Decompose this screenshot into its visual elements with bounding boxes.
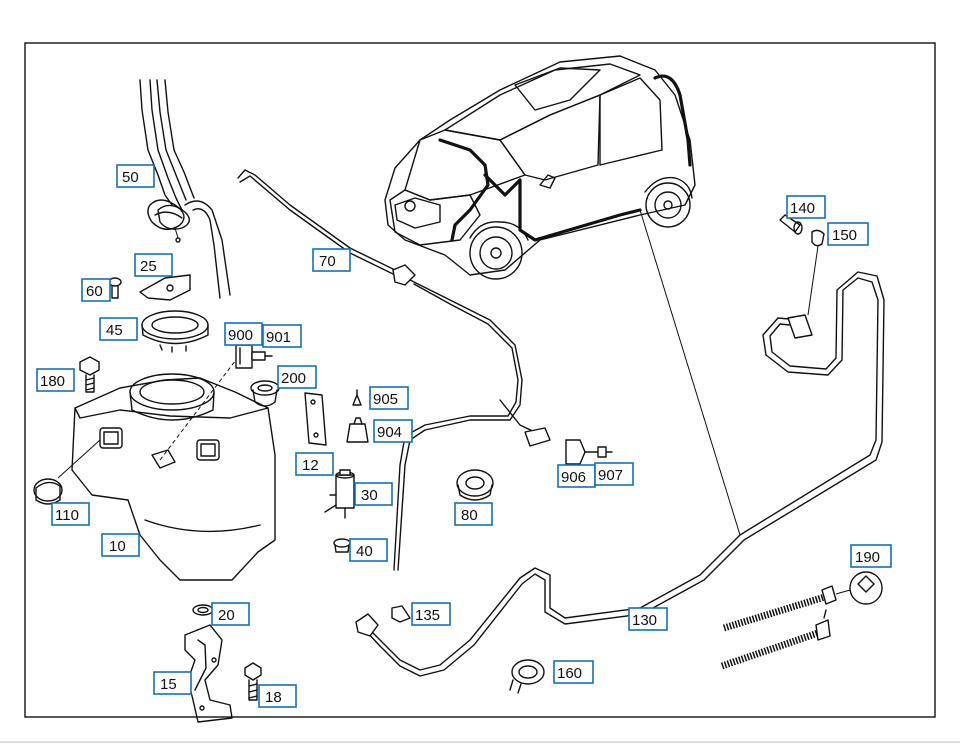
callout-25: 25 bbox=[134, 253, 173, 277]
callout-45-label: 45 bbox=[106, 322, 123, 339]
callout-12: 12 bbox=[295, 452, 334, 476]
callout-150: 150 bbox=[827, 222, 869, 246]
callout-901-label: 901 bbox=[266, 329, 291, 346]
callout-160: 160 bbox=[553, 660, 594, 684]
nozzle-905-904-part bbox=[346, 389, 369, 443]
sealing-ring-part bbox=[141, 310, 209, 353]
callout-30: 30 bbox=[354, 482, 393, 506]
callout-50-label: 50 bbox=[122, 169, 139, 186]
mounting-bracket-part bbox=[184, 624, 233, 723]
valve-140-part bbox=[779, 214, 825, 316]
callout-135-label: 135 bbox=[415, 607, 440, 624]
callout-130-label: 130 bbox=[632, 612, 657, 629]
callout-160-label: 160 bbox=[557, 665, 582, 682]
callout-110-label: 110 bbox=[55, 507, 79, 524]
callout-907-label: 907 bbox=[598, 467, 623, 484]
bolt-180-part bbox=[79, 356, 100, 393]
callout-110: 110 bbox=[51, 502, 90, 526]
callout-906-label: 906 bbox=[561, 469, 586, 486]
callout-905-label: 905 bbox=[373, 391, 398, 408]
callout-904: 904 bbox=[373, 419, 413, 443]
callout-70: 70 bbox=[312, 248, 351, 272]
callout-40-label: 40 bbox=[356, 543, 373, 560]
callout-15: 15 bbox=[153, 671, 192, 695]
gasket-plate-part bbox=[139, 274, 191, 301]
callout-18: 18 bbox=[258, 684, 297, 708]
callout-906: 906 bbox=[557, 464, 596, 488]
callout-904-label: 904 bbox=[377, 424, 402, 441]
callout-901: 901 bbox=[262, 324, 302, 348]
car-illustration bbox=[384, 55, 741, 536]
callout-200: 200 bbox=[277, 365, 317, 389]
callout-80: 80 bbox=[454, 502, 493, 526]
callout-905: 905 bbox=[369, 386, 409, 410]
callout-30-label: 30 bbox=[361, 487, 378, 504]
callout-135: 135 bbox=[411, 602, 451, 626]
callout-900-label: 900 bbox=[228, 327, 253, 344]
callout-150-label: 150 bbox=[832, 227, 857, 244]
callout-190-label: 190 bbox=[855, 549, 880, 566]
callout-45: 45 bbox=[99, 317, 138, 341]
callout-180-label: 180 bbox=[40, 373, 65, 390]
callout-60: 60 bbox=[81, 278, 111, 302]
callout-20: 20 bbox=[211, 602, 250, 626]
filler-cap-part bbox=[33, 478, 63, 505]
callout-15-label: 15 bbox=[160, 676, 177, 693]
callout-40: 40 bbox=[349, 538, 388, 562]
bracket-plate-12-part bbox=[304, 392, 327, 446]
connector-900-part bbox=[235, 344, 273, 369]
callout-20-label: 20 bbox=[218, 607, 235, 624]
diagram-frame bbox=[24, 42, 936, 718]
callout-10-label: 10 bbox=[109, 538, 126, 555]
screw-60-part bbox=[108, 277, 122, 299]
callout-190: 190 bbox=[850, 544, 892, 568]
callout-25-label: 25 bbox=[140, 258, 157, 275]
callout-907: 907 bbox=[594, 462, 634, 486]
bolt-18-part bbox=[244, 662, 262, 701]
grommet-80-part bbox=[456, 469, 494, 501]
callout-130: 130 bbox=[628, 607, 668, 631]
callout-50: 50 bbox=[116, 164, 155, 188]
callout-140: 140 bbox=[786, 195, 826, 219]
callout-80-label: 80 bbox=[461, 507, 478, 524]
filler-neck-part bbox=[139, 79, 231, 299]
hose-clip-160-part bbox=[509, 659, 545, 694]
callout-70-label: 70 bbox=[319, 253, 336, 270]
grommet-200-part bbox=[250, 380, 280, 407]
rear-hose-130-part bbox=[355, 271, 885, 677]
callout-12-label: 12 bbox=[302, 457, 319, 474]
grommet-20-part bbox=[192, 604, 214, 616]
grommet-40-part bbox=[333, 538, 351, 553]
callout-200-label: 200 bbox=[281, 370, 306, 387]
callout-60-label: 60 bbox=[86, 283, 103, 300]
callout-140-label: 140 bbox=[790, 200, 815, 217]
callout-900: 900 bbox=[224, 322, 263, 346]
callout-180: 180 bbox=[36, 368, 75, 392]
washer-reservoir-part bbox=[57, 347, 276, 581]
callout-10: 10 bbox=[101, 533, 140, 557]
connector-906-part bbox=[565, 439, 613, 465]
drain-hoses-190-part bbox=[720, 571, 883, 670]
callout-18-label: 18 bbox=[265, 689, 282, 706]
